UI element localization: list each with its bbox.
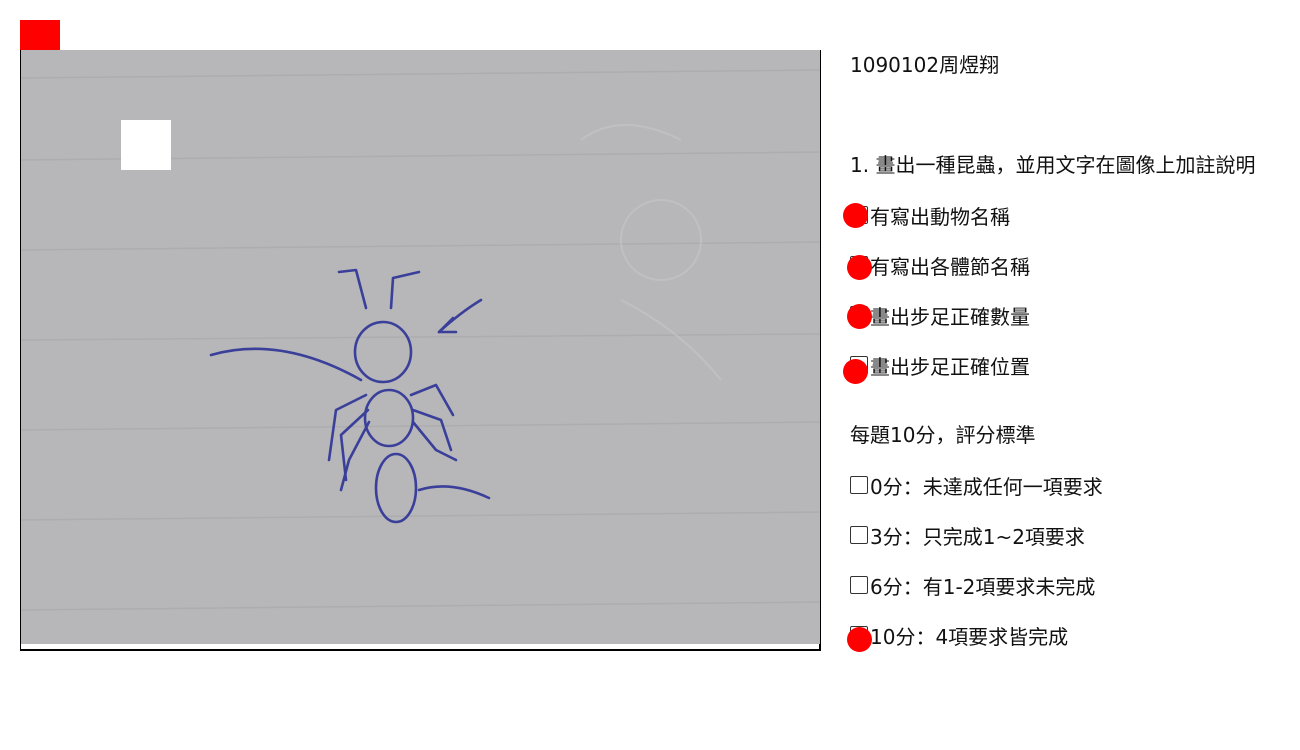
redaction-box [121,120,171,170]
question-text: 1. 畫出一種昆蟲，並用文字在圖像上加註說明 [850,153,1256,177]
student-id: 1090102周煜翔 [850,53,1000,77]
score-label: 10分：4項要求皆完成 [870,624,1069,649]
criterion-item[interactable]: 有寫出動物名稱 [850,200,1010,230]
criterion-label: 有寫出各體節名稱 [870,254,1030,279]
score-option[interactable]: 6分：有1-2項要求未完成 [850,570,1095,600]
checkbox-icon[interactable] [850,576,868,594]
scoring-title: 每題10分，評分標準 [850,423,1036,447]
score-label: 6分：有1-2項要求未完成 [870,574,1096,599]
red-selection-dot-icon [847,304,872,329]
ant-drawing-photo [21,50,820,644]
criterion-item[interactable]: 畫出步足正確數量 [850,300,1030,330]
handwritten-ant-drawing-icon [21,69,820,611]
score-label: 3分：只完成1~2項要求 [870,524,1085,549]
drawing-photo-frame [20,50,821,651]
red-selection-dot-icon [847,255,872,280]
criterion-item[interactable]: 有寫出各體節名稱 [850,250,1030,280]
red-selection-dot-icon [847,627,872,652]
red-selection-dot-icon [843,203,868,228]
grading-panel: 1090102周煜翔 1. 畫出一種昆蟲，並用文字在圖像上加註說明 有寫出動物名… [843,0,1290,750]
score-option[interactable]: 0分：未達成任何一項要求 [850,470,1103,500]
criterion-label: 有寫出動物名稱 [870,204,1010,229]
criterion-label: 畫出步足正確位置 [870,354,1030,379]
criterion-label: 畫出步足正確數量 [870,304,1030,329]
red-selection-dot-icon [843,359,868,384]
criterion-item[interactable]: 畫出步足正確位置 [850,350,1030,380]
score-option[interactable]: 10分：4項要求皆完成 [850,620,1068,650]
score-option[interactable]: 3分：只完成1~2項要求 [850,520,1085,550]
score-label: 0分：未達成任何一項要求 [870,474,1103,499]
checkbox-icon[interactable] [850,526,868,544]
checkbox-icon[interactable] [850,476,868,494]
